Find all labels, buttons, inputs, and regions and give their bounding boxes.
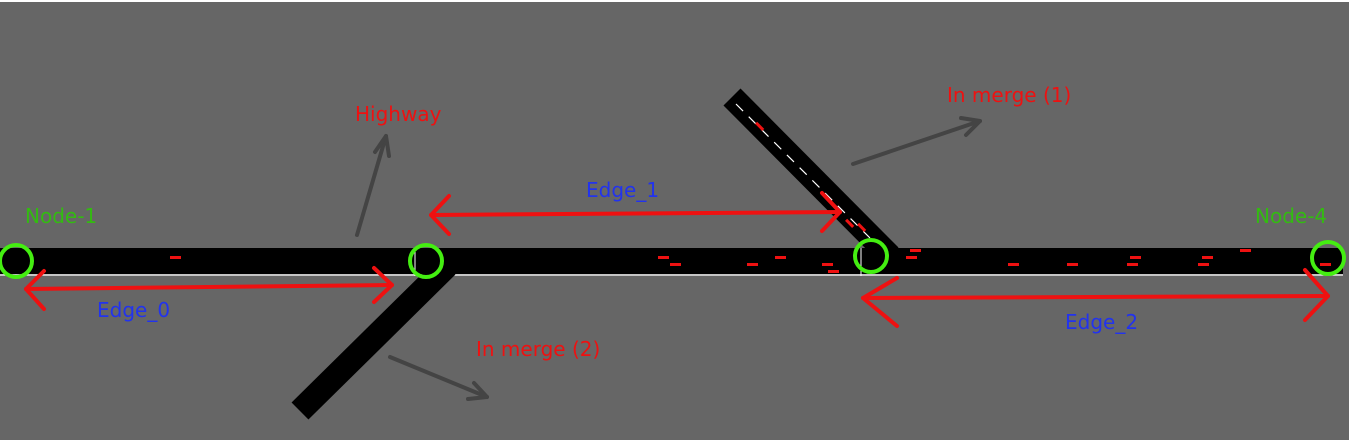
- in-merge-2-label: In merge (2): [476, 337, 600, 361]
- node-4-label: Node-4: [1255, 204, 1327, 228]
- vehicle-icon: [170, 256, 181, 259]
- edge-0-label: Edge_0: [97, 298, 170, 322]
- node-1-circle-ring-icon: [0, 243, 34, 279]
- vehicle-icon: [755, 121, 765, 131]
- node-1-label: Node-1: [25, 204, 97, 228]
- vehicles: [170, 121, 1331, 273]
- edge-2-label: Edge_2: [1065, 310, 1138, 334]
- node-markers: [0, 238, 1346, 279]
- vehicle-icon: [828, 270, 839, 273]
- node-2-circle-ring-icon: [408, 243, 444, 279]
- span-arrows: [24, 191, 1330, 328]
- vehicle-icon: [1130, 256, 1141, 259]
- in-merge-1-arrow-icon: [851, 116, 982, 166]
- node-3-circle-ring-icon: [853, 238, 889, 274]
- vehicle-icon: [822, 263, 833, 266]
- vehicle-icon: [658, 256, 669, 259]
- pointer-arrows: [355, 116, 982, 401]
- edge-1-double-headed-arrow-icon: [429, 191, 842, 236]
- edge-0-double-headed-arrow-icon: [24, 266, 394, 311]
- vehicle-icon: [1067, 263, 1078, 266]
- in-merge-1-lane-divider: [735, 103, 871, 239]
- vehicle-icon: [906, 256, 917, 259]
- vehicle-icon: [747, 263, 758, 266]
- vehicle-icon: [1320, 263, 1331, 266]
- edge-2-double-headed-arrow-icon: [861, 268, 1330, 328]
- vehicle-icon: [1198, 263, 1209, 266]
- in-merge-2-road: [291, 257, 456, 420]
- vehicle-icon: [1127, 263, 1138, 266]
- vehicle-icon: [1202, 256, 1213, 259]
- in-merge-2-arrow-icon: [388, 355, 489, 401]
- vehicle-icon: [845, 218, 855, 228]
- vehicle-icon: [1008, 263, 1019, 266]
- highway-road: [0, 248, 1343, 274]
- vehicle-icon: [1240, 249, 1251, 252]
- highway-label: Highway: [355, 102, 442, 126]
- vehicle-icon: [910, 249, 921, 252]
- vehicle-icon: [775, 256, 786, 259]
- node-4-circle-ring-icon: [1310, 240, 1346, 276]
- vehicle-icon: [670, 263, 681, 266]
- edge-1-label: Edge_1: [586, 178, 659, 202]
- in-merge-1-label: In merge (1): [947, 83, 1071, 107]
- highway-arrow-icon: [355, 134, 391, 237]
- vehicle-icon: [857, 222, 867, 232]
